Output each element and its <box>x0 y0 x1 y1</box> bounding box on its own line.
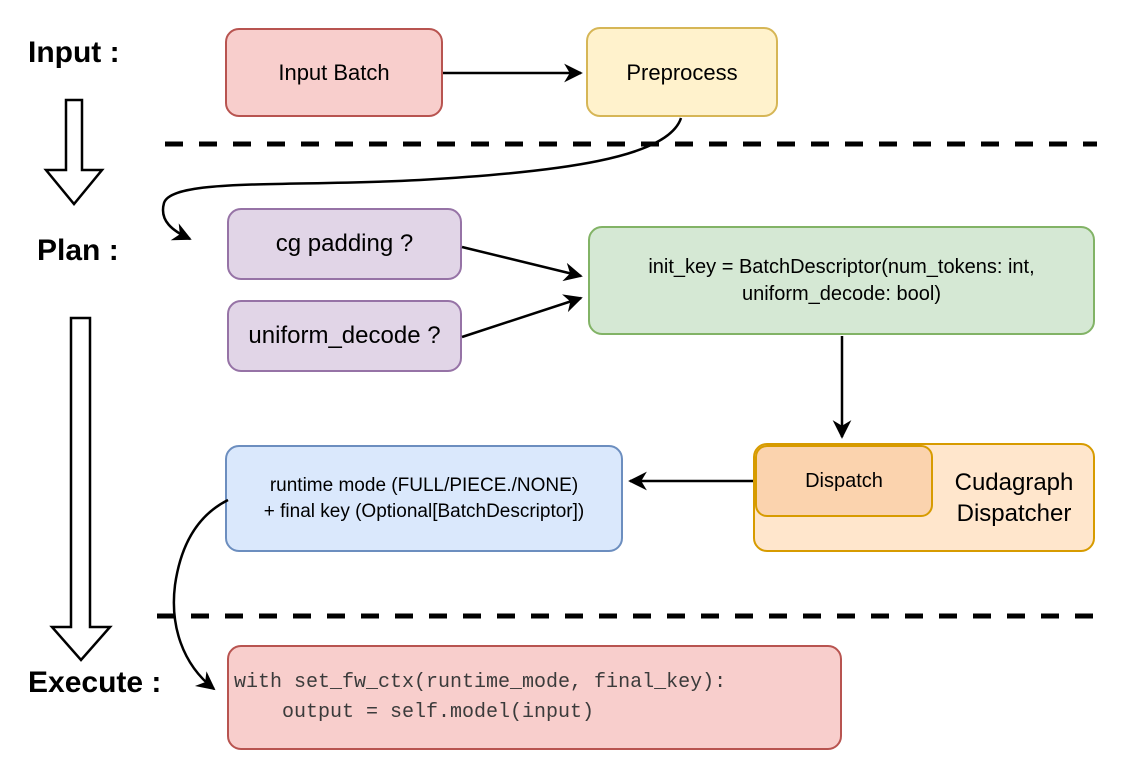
node-runtime-mode-line2: + final key (Optional[BatchDescriptor]) <box>263 500 585 522</box>
node-runtime-mode-line1: runtime mode (FULL/PIECE./NONE) <box>269 474 579 496</box>
connector-cgpadding-to-initkey <box>461 245 583 282</box>
node-cg-padding: cg padding ? <box>227 208 462 280</box>
node-uniform-decode: uniform_decode ? <box>227 300 462 372</box>
execute-code-line2: output = self.model(input) <box>234 700 595 724</box>
down-arrow-input-icon <box>43 98 105 206</box>
down-arrow-plan-icon <box>49 316 113 662</box>
node-preprocess: Preprocess <box>586 27 778 117</box>
connector-runtimemode-to-executecode <box>172 498 229 691</box>
node-cg-padding-label: cg padding ? <box>275 230 414 257</box>
node-preprocess-label: Preprocess <box>626 59 738 85</box>
node-init-key: init_key = BatchDescriptor(num_tokens: i… <box>588 226 1095 335</box>
node-uniform-decode-label: uniform_decode ? <box>248 322 441 349</box>
node-init-key-line1: init_key = BatchDescriptor(num_tokens: i… <box>648 255 1035 278</box>
cudagraph-line1: Cudagraph <box>954 468 1074 496</box>
node-cudagraph-dispatcher-label: Cudagraph Dispatcher <box>933 443 1095 552</box>
stage-label-execute: Execute : <box>28 666 162 699</box>
node-dispatch-label: Dispatch <box>805 469 883 492</box>
connector-uniformdecode-to-initkey <box>461 294 583 339</box>
node-execute-code: with set_fw_ctx(runtime_mode, final_key)… <box>227 645 842 750</box>
node-dispatch: Dispatch <box>755 445 933 517</box>
node-runtime-mode: runtime mode (FULL/PIECE./NONE) + final … <box>225 445 623 552</box>
stage-label-input: Input : <box>28 36 120 69</box>
node-init-key-line2: uniform_decode: bool) <box>741 282 941 305</box>
execute-code-line1: with set_fw_ctx(runtime_mode, final_key)… <box>234 670 727 694</box>
stage-label-plan: Plan : <box>37 234 119 267</box>
cudagraph-line2: Dispatcher <box>956 499 1072 527</box>
node-input-batch-label: Input Batch <box>278 60 390 85</box>
node-input-batch: Input Batch <box>225 28 443 117</box>
